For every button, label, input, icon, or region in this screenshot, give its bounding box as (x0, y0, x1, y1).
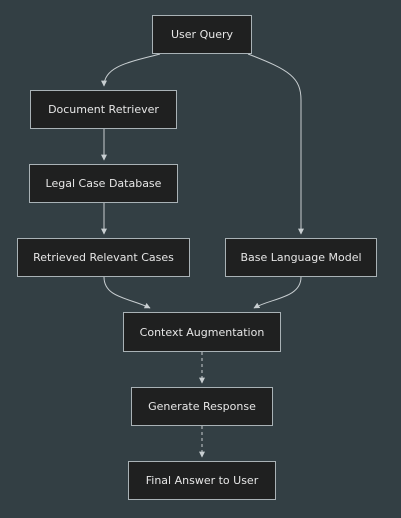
node-base-language-model: Base Language Model (225, 238, 377, 277)
edge-user-query-to-base-language-model (247, 53, 304, 235)
node-document-retriever: Document Retriever (30, 90, 177, 129)
node-label: Legal Case Database (45, 177, 162, 190)
edge-base-language-model-to-context-augmentation (253, 276, 302, 309)
edge-retrieved-relevant-cases-to-context-augmentation (103, 276, 151, 309)
node-label: Base Language Model (240, 251, 362, 264)
edge-user-query-to-document-retriever (101, 53, 161, 87)
node-generate-response: Generate Response (131, 387, 273, 426)
node-label: Context Augmentation (139, 325, 265, 339)
node-label: Retrieved Relevant Cases (33, 251, 174, 264)
node-user-query: User Query (152, 15, 252, 54)
node-label: Document Retriever (48, 103, 159, 116)
node-label: Generate Response (148, 400, 256, 413)
node-label: User Query (171, 28, 233, 41)
node-label: Final Answer to User (145, 474, 259, 487)
node-legal-case-database: Legal Case Database (29, 164, 178, 203)
node-context-augmentation: Context Augmentation (123, 312, 281, 352)
node-final-answer: Final Answer to User (128, 461, 276, 500)
node-retrieved-relevant-cases: Retrieved Relevant Cases (17, 238, 190, 277)
